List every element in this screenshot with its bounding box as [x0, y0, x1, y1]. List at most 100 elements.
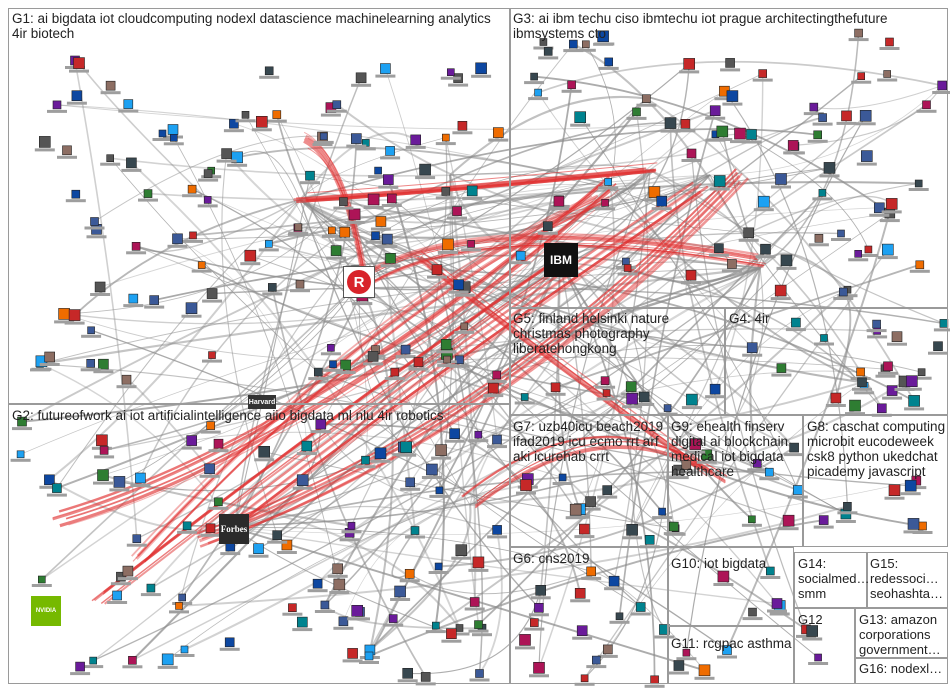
avatar-node — [914, 179, 923, 188]
avatar-node — [725, 58, 735, 68]
node-name-strip — [663, 532, 684, 536]
avatar-node — [149, 295, 159, 305]
node-name-strip — [292, 486, 313, 490]
avatar-node — [213, 438, 224, 449]
avatar-node — [680, 119, 691, 129]
node-name-strip — [441, 639, 462, 643]
avatar-node — [581, 40, 590, 49]
node-name-strip — [916, 109, 937, 113]
node-name-strip — [346, 144, 367, 148]
edge-gray — [130, 162, 461, 629]
edge-gray — [559, 261, 795, 449]
avatar-node — [681, 460, 692, 471]
node-name-strip — [448, 83, 469, 87]
avatar-node — [419, 163, 431, 176]
avatar-node — [727, 259, 737, 269]
avatar-node — [442, 238, 454, 251]
edge-gray — [336, 174, 711, 252]
node-name-strip — [654, 635, 675, 639]
avatar-node — [591, 655, 601, 665]
avatar-node — [746, 129, 757, 140]
node-name-strip — [852, 387, 872, 391]
node-name-strip — [528, 613, 549, 617]
node-name-strip — [742, 617, 763, 621]
node-name-strip — [66, 101, 87, 105]
node-name-strip — [644, 198, 665, 202]
node-name-strip — [86, 235, 107, 239]
edge-gray — [39, 266, 761, 365]
node-name-strip — [676, 657, 697, 661]
node-name-strip — [785, 328, 806, 332]
node-name-strip — [911, 376, 932, 380]
avatar-node — [673, 464, 685, 476]
node-name-strip — [100, 162, 121, 166]
node-name-strip — [636, 103, 657, 107]
node-name-strip — [12, 427, 32, 431]
edge-red — [131, 195, 593, 557]
edge-gray — [359, 281, 394, 657]
avatar-node — [841, 110, 852, 122]
node-name-strip — [634, 403, 655, 406]
avatar-node — [320, 600, 330, 610]
node-name-strip — [395, 355, 416, 359]
edge-gray — [221, 153, 278, 536]
edge-red — [58, 175, 610, 513]
avatar-node — [96, 434, 108, 447]
node-name-strip — [383, 623, 404, 627]
edge-gray — [605, 184, 615, 394]
node-name-strip — [528, 97, 549, 101]
edge-gray — [74, 60, 138, 539]
avatar-node — [873, 202, 885, 214]
avatar-node — [904, 479, 917, 492]
avatar-node — [449, 428, 460, 440]
node-name-strip — [524, 81, 545, 85]
avatar-node — [175, 602, 183, 610]
node-name-strip — [428, 571, 449, 574]
node-name-strip — [884, 496, 905, 500]
avatar-node — [820, 334, 828, 342]
avatar-node — [229, 118, 239, 129]
node-name-strip — [617, 272, 638, 276]
node-name-strip — [803, 112, 824, 116]
node-name-strip — [64, 321, 85, 325]
avatar-node — [757, 195, 770, 208]
edge-gray — [192, 184, 611, 237]
node-name-strip — [235, 119, 256, 123]
avatar-node — [648, 186, 661, 198]
avatar-node — [492, 525, 502, 535]
avatar-node — [123, 99, 134, 109]
node-name-strip — [70, 672, 91, 676]
avatar-node — [553, 195, 565, 207]
node-name-strip — [879, 47, 900, 50]
avatar-node — [520, 393, 529, 401]
avatar-node — [837, 229, 845, 238]
node-name-strip — [570, 123, 591, 127]
avatar-node — [206, 421, 215, 430]
avatar-node — [492, 127, 504, 138]
avatar-node — [203, 169, 213, 178]
edge-gray — [559, 261, 865, 387]
edge-gray — [139, 231, 346, 479]
edge-gray — [236, 146, 611, 186]
avatar-node — [713, 175, 726, 187]
node-name-strip — [10, 458, 31, 462]
node-name-strip — [538, 56, 559, 60]
avatar-node — [99, 446, 109, 455]
node-name-strip — [928, 351, 948, 355]
edge-gray — [478, 529, 503, 675]
avatar-node — [543, 47, 553, 56]
node-name-strip — [431, 456, 452, 460]
avatar-node — [933, 341, 943, 352]
avatar-node — [726, 90, 739, 102]
avatar-node — [338, 616, 349, 627]
group-label-g13: G13: amazon corporations government… — [859, 612, 941, 657]
avatar-node — [580, 674, 589, 683]
avatar-node — [434, 562, 443, 571]
edge-gray — [538, 169, 651, 669]
avatar-node — [709, 105, 721, 116]
node-name-strip — [904, 407, 925, 411]
avatar-node — [122, 565, 134, 577]
node-name-strip — [488, 138, 509, 142]
avatar-node — [764, 467, 774, 477]
avatar-node — [452, 206, 462, 216]
